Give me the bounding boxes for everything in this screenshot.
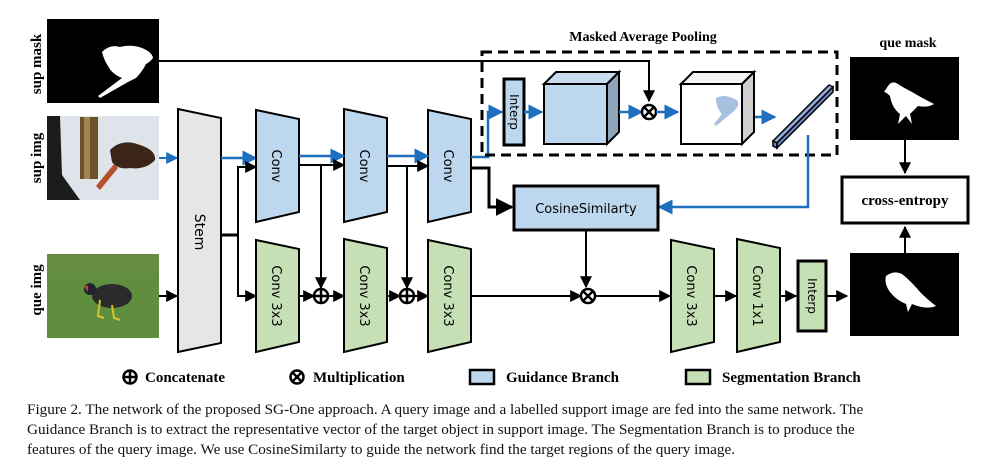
guidance-conv-3: Conv [427, 108, 472, 224]
que-mask-image [850, 57, 959, 140]
cosine-similarity-label: CosineSimilarty [535, 202, 637, 217]
segmentation-conv-1-label: Conv 3x3 [268, 265, 283, 326]
figure-caption: Figure 2. The network of the proposed SG… [27, 400, 973, 460]
sup-img-image [47, 116, 159, 200]
legend-multiplication-label: Multiplication [313, 370, 405, 386]
legend-segmentation-label: Segmentation Branch [722, 370, 861, 386]
sup-mask-line [159, 60, 655, 103]
predicted-mask-image [850, 253, 959, 336]
head-conv-1x1: Conv 1x1 [736, 237, 781, 354]
que-img-label: que img [29, 264, 45, 316]
head-conv-1x1-label: Conv 1x1 [749, 265, 764, 326]
segmentation-conv-3-label: Conv 3x3 [440, 265, 455, 326]
map-title: Masked Average Pooling [569, 30, 717, 45]
segmentation-conv-2: Conv 3x3 [343, 237, 388, 354]
segmentation-swatch [684, 368, 712, 386]
guidance-conv-2: Conv [343, 107, 388, 224]
guidance-swatch [468, 368, 496, 386]
guidance-conv-1-label: Conv [268, 150, 283, 183]
stem-label: Stem [191, 214, 207, 251]
guidance-conv-1: Conv [255, 108, 300, 224]
representative-vector [771, 84, 835, 150]
concatenate-icon [122, 369, 138, 385]
interp-output-label: Interp [805, 278, 819, 314]
multiplication-icon [289, 369, 305, 385]
que-mask-label: que mask [879, 36, 936, 51]
stem-block: Stem [177, 107, 222, 354]
caption-line-1: Figure 2. The network of the proposed SG… [27, 401, 864, 418]
cosine-similarity-block: CosineSimilarty [512, 184, 660, 232]
cross-entropy-label: cross-entropy [862, 193, 949, 209]
sup-mask-image [47, 19, 159, 103]
segmentation-conv-1: Conv 3x3 [255, 238, 300, 354]
concatenate-node-2 [387, 287, 430, 305]
interp-guidance-label: Interp [507, 94, 521, 130]
masked-feature-cube [678, 69, 757, 147]
segmentation-conv-2-label: Conv 3x3 [356, 265, 371, 326]
guidance-conv-3-label: Conv [440, 150, 455, 183]
legend: Concatenate Multiplication Guidance Bran… [122, 368, 861, 386]
multiplication-node-map [640, 103, 658, 121]
network-diagram: sup mask sup img que img Stem [29, 19, 970, 386]
feature-cube [541, 69, 622, 147]
multiplication-node-seg [579, 287, 597, 305]
interp-output: Interp [796, 259, 828, 333]
concatenate-node-1 [299, 287, 346, 305]
masked-average-pooling-box [480, 50, 839, 157]
segmentation-conv-3: Conv 3x3 [427, 238, 472, 354]
interp-guidance: Interp [502, 77, 526, 147]
caption-line-3: features of the query image. We use Cosi… [27, 441, 736, 458]
sup-mask-label: sup mask [29, 33, 45, 94]
guidance-conv-2-label: Conv [356, 150, 371, 183]
cross-entropy-block: cross-entropy [840, 175, 970, 225]
sup-img-label: sup img [29, 132, 45, 183]
legend-concatenate-label: Concatenate [145, 370, 225, 386]
head-conv-3x3-label: Conv 3x3 [683, 265, 698, 326]
que-img-image [47, 254, 159, 338]
stem-fork-down-arrow [237, 235, 258, 302]
head-conv-3x3: Conv 3x3 [670, 238, 715, 354]
legend-guidance-label: Guidance Branch [506, 370, 620, 386]
stem-fork-up-arrow [221, 161, 258, 236]
caption-line-2: Guidance Branch is to extract the repres… [27, 421, 855, 438]
